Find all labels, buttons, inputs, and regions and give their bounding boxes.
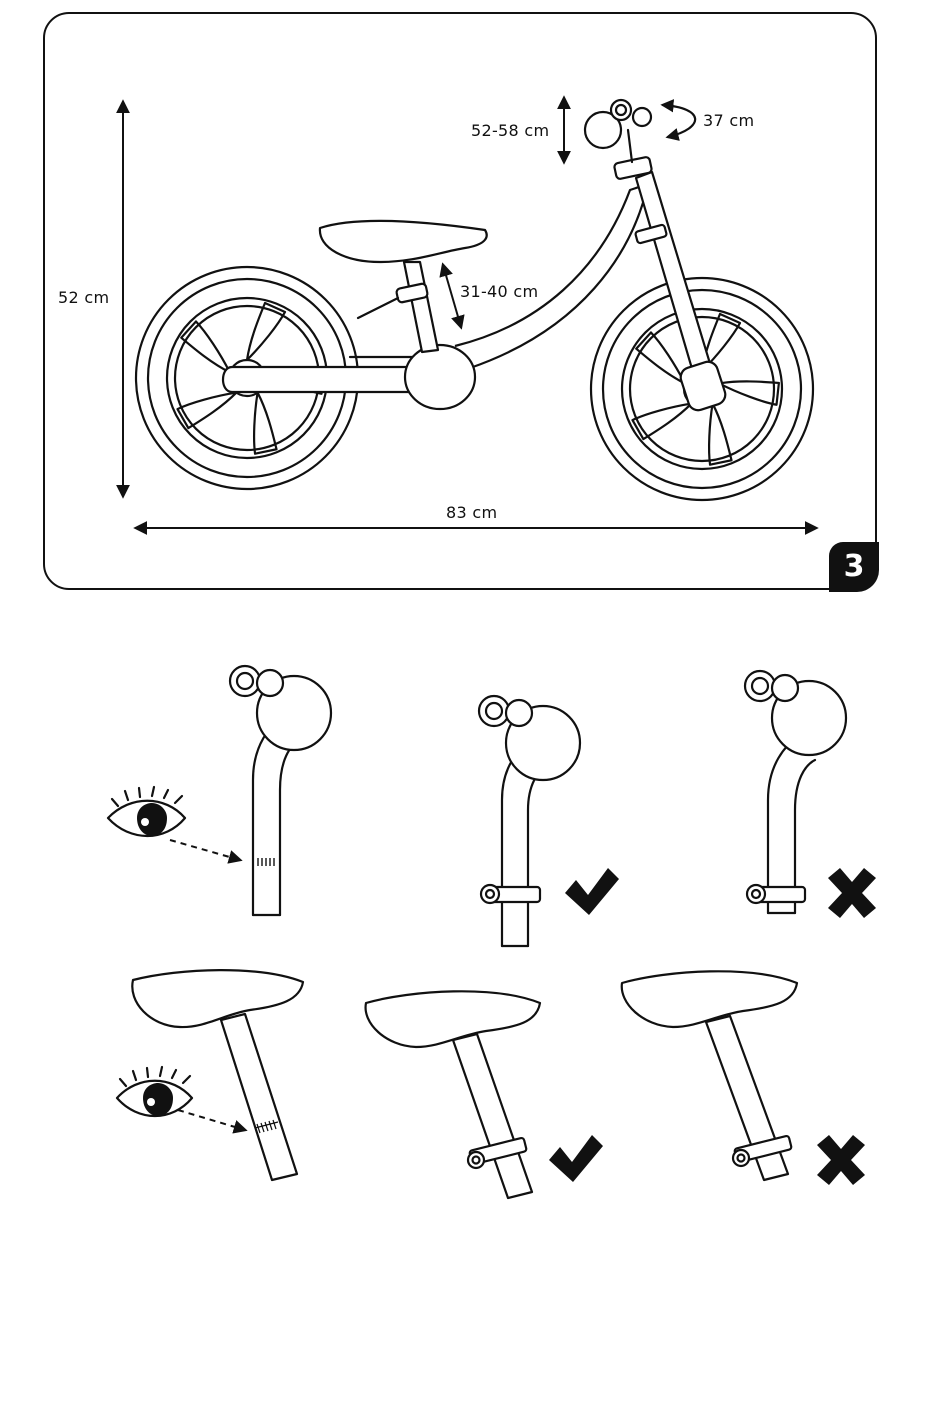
seat-incorrect-figure [622, 971, 797, 1180]
length-dimension-label: 83 cm [446, 503, 497, 522]
handlebar-height-label: 52-58 cm [471, 121, 549, 140]
seat-inspect-figure [117, 970, 303, 1180]
cross-mark-icon-2 [817, 1135, 865, 1185]
rotation-arrow [663, 105, 695, 137]
check-mark-icon-2 [549, 1135, 603, 1182]
handlebar-correct-figure [479, 696, 580, 946]
check-mark-icon [565, 868, 619, 915]
step-number-badge: 3 [829, 542, 879, 592]
seat-height-arrow [443, 265, 461, 327]
cross-mark-icon [828, 868, 876, 918]
seat-correct-figure [366, 991, 540, 1198]
handlebar-inspect-figure [108, 666, 331, 915]
bike-frame [223, 100, 728, 413]
handlebar-rotation-label: 37 cm [703, 111, 754, 130]
height-dimension-label: 52 cm [58, 288, 109, 307]
seat-height-label: 31-40 cm [460, 282, 538, 301]
